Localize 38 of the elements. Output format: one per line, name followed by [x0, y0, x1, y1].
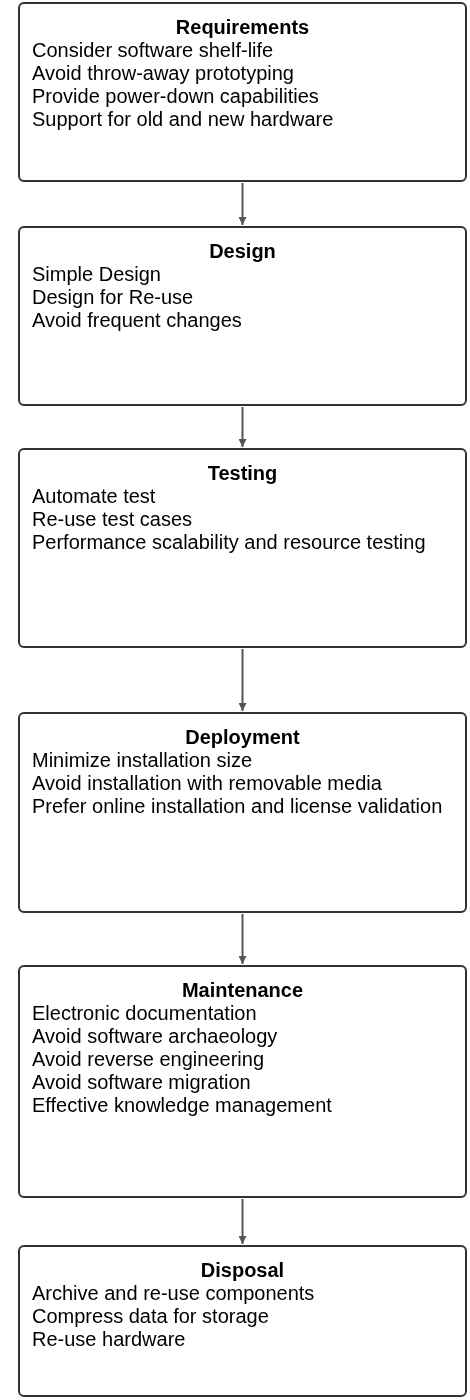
process-box: [18, 448, 467, 648]
list-item: Minimize installation size: [32, 749, 254, 772]
process-box: [18, 712, 467, 913]
process-box: [18, 965, 467, 1198]
arrow: [238, 913, 247, 965]
list-item: Provide power-down capabilities: [32, 85, 320, 108]
list-item: Avoid software archaeology: [32, 1025, 279, 1048]
box-heading: Requirements: [174, 16, 311, 39]
list-item: Effective knowledge management: [32, 1094, 333, 1117]
list-item: Performance scalability and resource testing: [32, 531, 427, 554]
list-item: Avoid frequent changes: [32, 309, 243, 332]
list-item: Avoid reverse engineering: [32, 1048, 265, 1071]
process-box: [18, 1245, 467, 1397]
list-item: Simple Design: [32, 263, 162, 286]
list-item: Compress data for storage: [32, 1305, 270, 1328]
arrow: [238, 1198, 247, 1245]
list-item: Automate test: [32, 485, 157, 508]
arrow: [238, 648, 247, 712]
list-item: Re-use test cases: [32, 508, 194, 531]
list-item: Re-use hardware: [32, 1328, 187, 1351]
box-heading: Design: [208, 240, 277, 263]
process-box: [18, 226, 467, 406]
list-item: Support for old and new hardware: [32, 108, 335, 131]
list-item: Archive and re-use components: [32, 1282, 316, 1305]
list-item: Consider software shelf-life: [32, 39, 275, 62]
process-box: [18, 2, 467, 182]
arrow: [238, 406, 247, 448]
list-item: Electronic documentation: [32, 1002, 258, 1025]
list-item: Avoid software migration: [32, 1071, 252, 1094]
list-item: Design for Re-use: [32, 286, 195, 309]
box-heading: Testing: [206, 462, 279, 485]
box-heading: Disposal: [199, 1259, 286, 1282]
list-item: Avoid installation with removable media: [32, 772, 383, 795]
list-item: Prefer online installation and license validation: [32, 795, 444, 818]
box-heading: Deployment: [184, 726, 301, 749]
arrow: [238, 182, 247, 226]
box-heading: Maintenance: [180, 979, 305, 1002]
list-item: Avoid throw-away prototyping: [32, 62, 295, 85]
